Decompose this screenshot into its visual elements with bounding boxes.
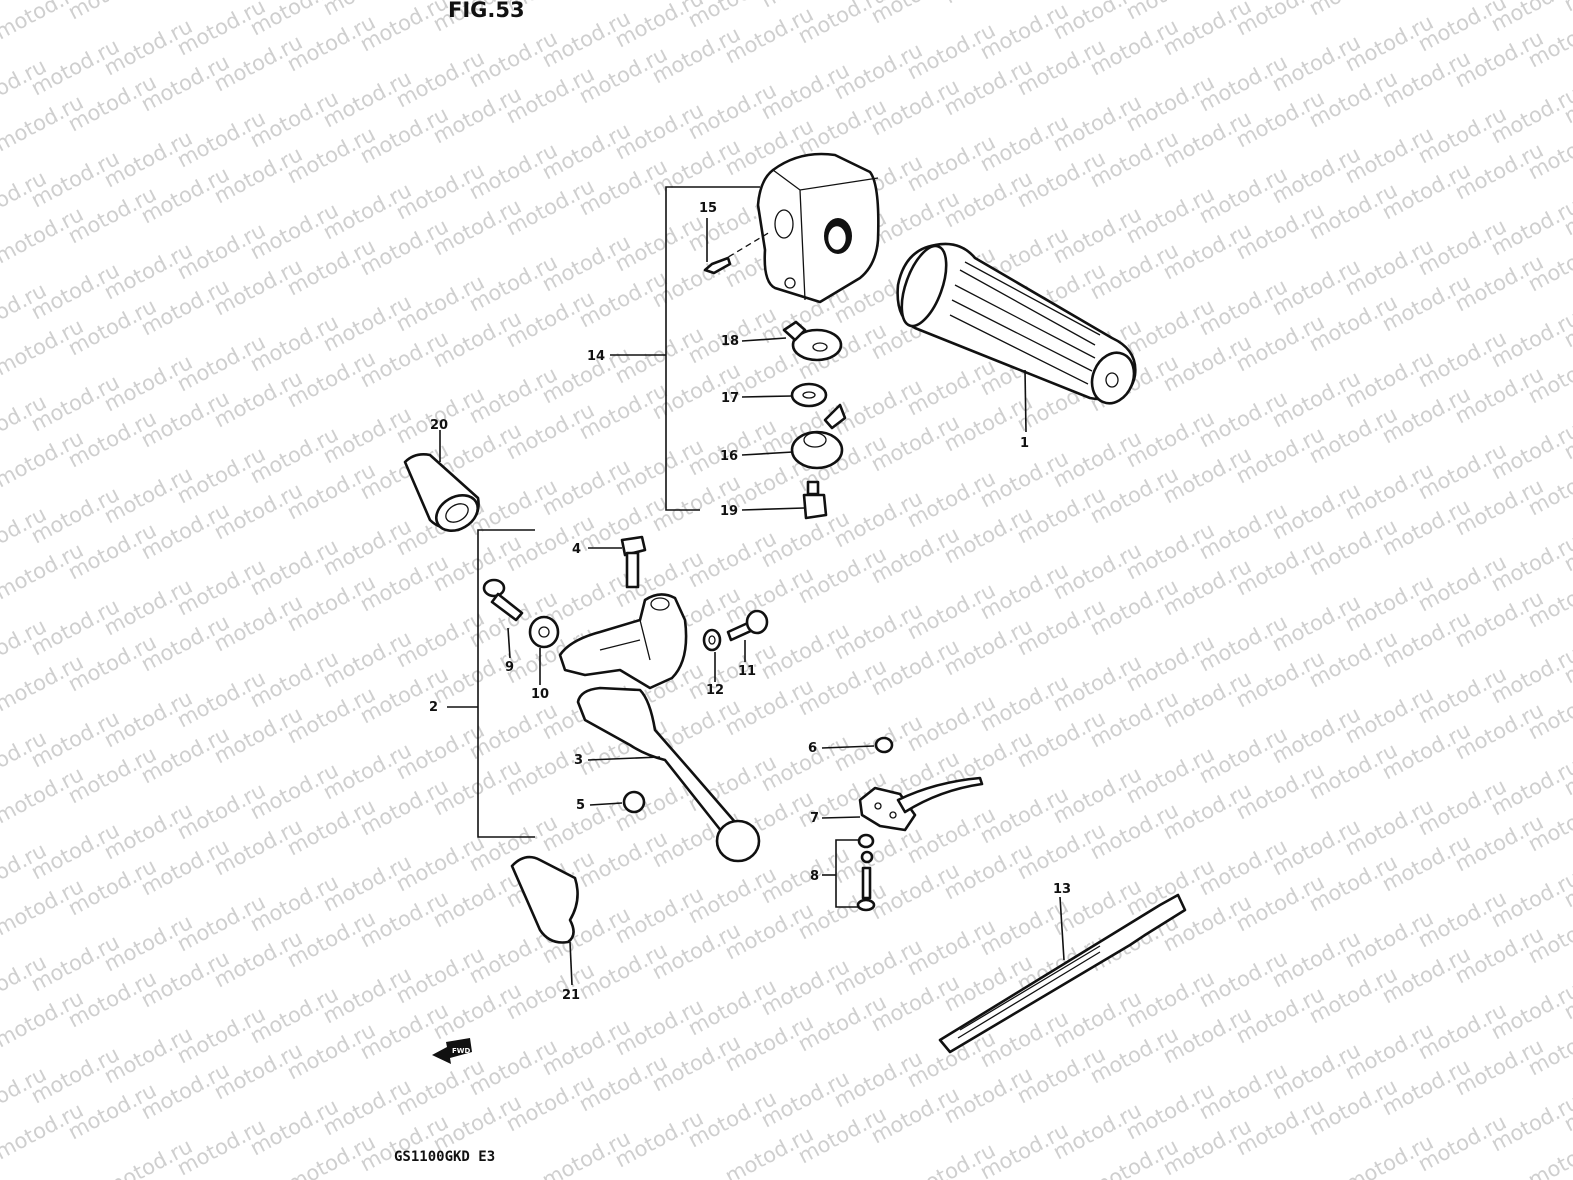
watermark-text: motod.ru xyxy=(64,0,160,24)
fwd-arrow-icon: FWD xyxy=(432,1038,472,1064)
part-nut-5 xyxy=(622,790,646,814)
part-lever-holder xyxy=(558,593,688,690)
callout-21: 21 xyxy=(562,988,580,1003)
callout-5: 5 xyxy=(576,798,585,813)
bracket-2 xyxy=(477,529,535,838)
callout-20: 20 xyxy=(430,418,448,433)
watermark-text: motod.ru xyxy=(940,0,1036,8)
part-pin-4 xyxy=(620,535,647,589)
part-cover-21 xyxy=(510,855,579,944)
part-boot-20 xyxy=(403,453,480,532)
callout-11: 11 xyxy=(738,664,756,679)
part-grip xyxy=(896,242,1137,405)
callout-14: 14 xyxy=(587,349,605,364)
part-screw-6 xyxy=(874,736,894,754)
callout-1: 1 xyxy=(1020,436,1029,451)
callout-10: 10 xyxy=(531,687,549,702)
callout-8: 8 xyxy=(810,869,819,884)
callout-13: 13 xyxy=(1053,882,1071,897)
callout-17: 17 xyxy=(721,391,739,406)
model-code: GS1100GKD E3 xyxy=(394,1149,495,1165)
callout-3: 3 xyxy=(574,753,583,768)
fwd-label: FWD xyxy=(452,1047,471,1055)
part-screw-8 xyxy=(856,833,876,912)
watermark-text: motod.ru xyxy=(137,0,233,4)
callout-9: 9 xyxy=(505,660,514,675)
callout-6: 6 xyxy=(808,741,817,756)
part-nut-19 xyxy=(802,480,828,520)
figure-title: FIG.53 xyxy=(448,0,525,22)
part-switch-7 xyxy=(858,776,984,832)
part-nut-10 xyxy=(528,615,560,649)
part-screw-15 xyxy=(703,218,771,275)
callout-18: 18 xyxy=(721,334,739,349)
callout-15: 15 xyxy=(699,201,717,216)
callout-7: 7 xyxy=(810,811,819,826)
part-16 xyxy=(790,403,847,470)
callout-16: 16 xyxy=(720,449,738,464)
bracket-14 xyxy=(665,186,760,511)
part-washer-12 xyxy=(702,628,722,652)
part-washer-17 xyxy=(790,382,828,408)
callout-2: 2 xyxy=(429,700,438,715)
callout-19: 19 xyxy=(720,504,738,519)
callout-12: 12 xyxy=(706,683,724,698)
part-18 xyxy=(782,320,843,362)
part-bolt-9 xyxy=(482,578,524,622)
callout-labels: 1 2 3 4 5 6 7 8 9 10 11 12 13 14 15 16 1… xyxy=(429,201,1071,1003)
watermark-text: motod.ru xyxy=(1305,0,1401,20)
callout-4: 4 xyxy=(572,542,581,557)
leader-1 xyxy=(1024,369,1027,433)
part-cable-tie xyxy=(938,893,1187,1054)
part-clutch-lever xyxy=(576,686,761,863)
part-bolt-11 xyxy=(726,609,769,642)
part-switch-housing xyxy=(756,152,880,304)
